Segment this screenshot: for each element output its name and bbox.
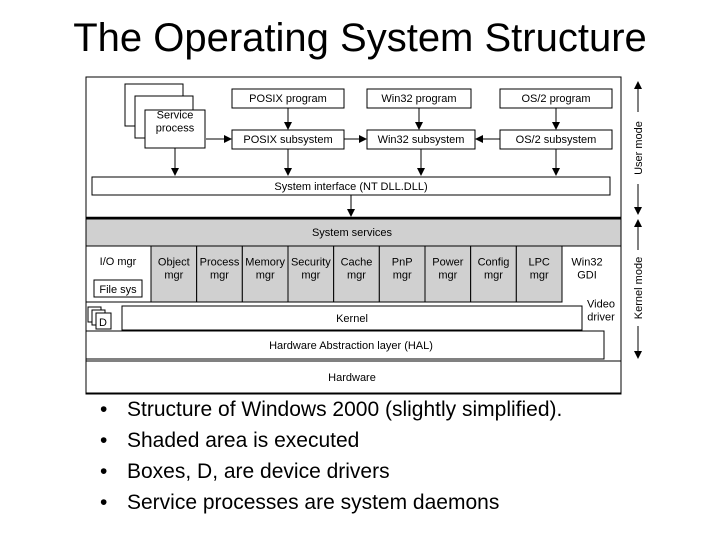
hal-box: Hardware Abstraction layer (HAL): [269, 340, 433, 352]
system-services-label: System services: [312, 227, 393, 239]
win32-subsystem-box: Win32 subsystem: [378, 134, 465, 146]
io-mgr-label: I/O mgr: [100, 256, 137, 268]
page-title: The Operating System Structure: [73, 16, 647, 60]
bullet-item: Shaded area is executed: [100, 425, 562, 456]
os2-program-box: OS/2 program: [521, 93, 590, 105]
manager-box: [424, 245, 472, 303]
user-mode-label: User mode: [633, 121, 645, 175]
os2-subsystem-box: OS/2 subsystem: [516, 134, 597, 146]
bullet-item: Service processes are system daemons: [100, 487, 562, 518]
bullet-item: Boxes, D, are device drivers: [100, 456, 562, 487]
file-sys-label: File sys: [99, 284, 137, 296]
manager-box: [287, 245, 335, 303]
kernel-mode-label: Kernel mode: [633, 257, 645, 319]
device-driver-label: D: [99, 317, 107, 329]
hardware-box: Hardware: [328, 372, 376, 384]
win32-program-box: Win32 program: [381, 93, 456, 105]
manager-box: [241, 245, 289, 303]
posix-subsystem-box: POSIX subsystem: [243, 134, 332, 146]
device-driver-stack: D: [87, 306, 112, 330]
kernel-box: Kernel: [336, 313, 368, 325]
manager-box: [515, 245, 563, 303]
bullet-item: Structure of Windows 2000 (slightly simp…: [100, 394, 562, 425]
manager-box: [150, 245, 198, 303]
file-sys-box: [93, 279, 143, 298]
manager-box: [196, 245, 243, 303]
system-interface-box: System interface (NT DLL.DLL): [274, 181, 427, 193]
posix-program-box: POSIX program: [249, 93, 327, 105]
bullet-list: Structure of Windows 2000 (slightly simp…: [100, 394, 562, 518]
